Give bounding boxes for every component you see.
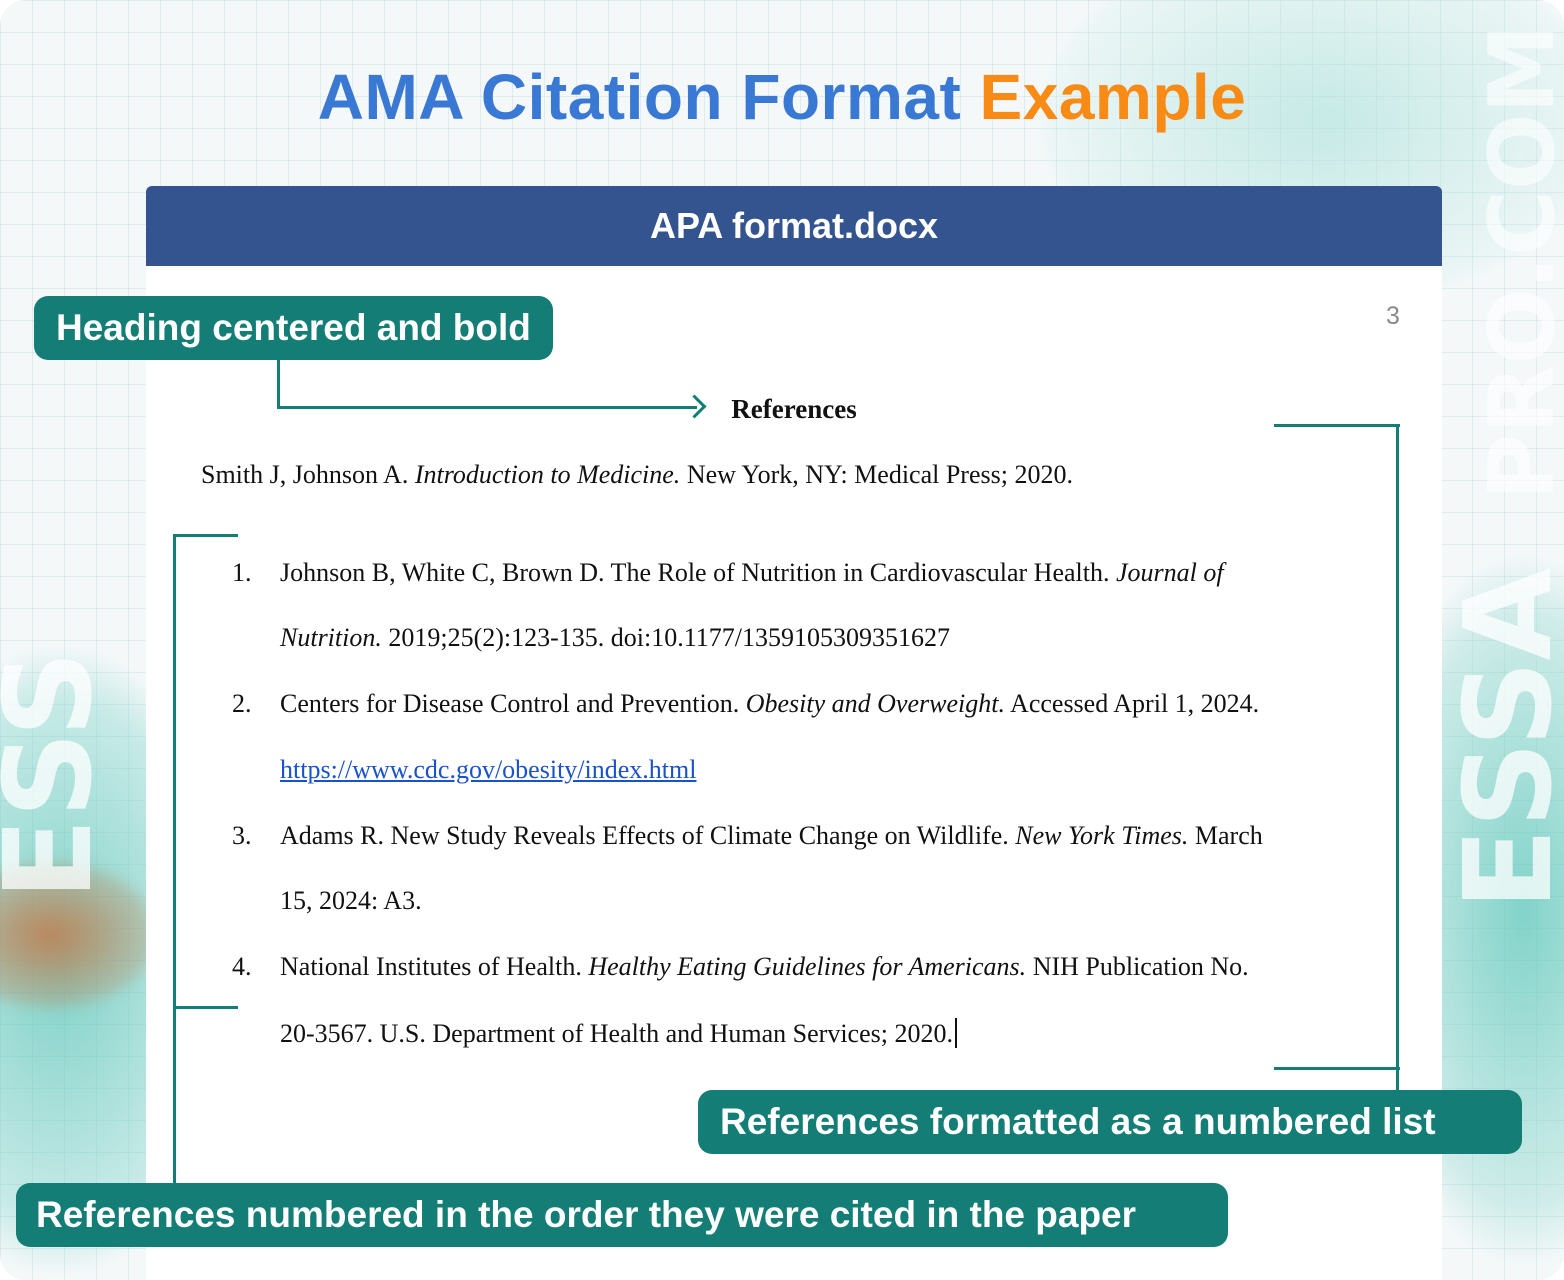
reference-text: 20-3567. U.S. Department of Health and H… — [280, 1019, 953, 1048]
annotation-heading-label: Heading centered and bold — [34, 296, 553, 360]
intro-title: Introduction to Medicine. — [414, 460, 681, 489]
reference-text: NIH Publication No. — [1032, 952, 1249, 981]
watermark-left: ESS — [0, 650, 119, 900]
annotation-text: References numbered in the order they we… — [36, 1194, 1137, 1235]
title-main: AMA Citation Format — [317, 61, 962, 133]
document-filename: APA format.docx — [649, 205, 939, 246]
reference-number: 1. — [232, 558, 252, 587]
reference-title: Healthy Eating Guidelines for Americans. — [588, 952, 1027, 981]
reference-title: Obesity and Overweight. — [745, 689, 1005, 718]
reference-text: Centers for Disease Control and Preventi… — [280, 689, 740, 718]
reference-journal: Journal of — [1116, 558, 1224, 587]
bracket-line — [1274, 1067, 1400, 1070]
annotation-text: References formatted as a numbered list — [720, 1101, 1436, 1142]
connector-line — [277, 406, 697, 409]
connector-line — [277, 360, 280, 409]
reference-1-line-2: Nutrition. 2019;25(2):123-135. doi:10.11… — [280, 623, 950, 653]
annotation-numbered-list-label: References formatted as a numbered list — [698, 1090, 1522, 1154]
bracket-line — [173, 534, 176, 1194]
bracket-line — [1274, 424, 1400, 427]
page-title: AMA Citation Format Example — [0, 60, 1564, 134]
reference-number: 2. — [232, 689, 252, 718]
intro-publisher: New York, NY: Medical Press; 2020. — [686, 460, 1073, 489]
bracket-line — [1396, 424, 1399, 1091]
watermark-right: ESSA — [1440, 567, 1564, 910]
page-number: 3 — [1386, 302, 1400, 330]
reference-number: 4. — [232, 952, 252, 981]
reference-1-line-1: Johnson B, White C, Brown D. The Role of… — [280, 558, 1224, 588]
reference-number: 3. — [232, 821, 252, 850]
reference-text: March — [1194, 821, 1263, 850]
reference-text: Accessed April 1, 2024. — [1010, 689, 1260, 718]
reference-text: 15, 2024: A3. — [280, 886, 422, 915]
annotation-citation-order-label: References numbered in the order they we… — [16, 1183, 1228, 1247]
bracket-line — [173, 534, 238, 537]
reference-url-link[interactable]: https://www.cdc.gov/obesity/index.html — [280, 755, 697, 784]
text-cursor — [954, 1018, 957, 1048]
reference-4-line-2: 20-3567. U.S. Department of Health and H… — [280, 1018, 957, 1049]
references-heading: References — [731, 394, 857, 424]
reference-title: New York Times. — [1015, 821, 1189, 850]
bracket-line — [173, 1006, 238, 1009]
reference-text: National Institutes of Health. — [280, 952, 582, 981]
reference-journal: Nutrition. — [280, 623, 382, 652]
reference-2-line-1: Centers for Disease Control and Preventi… — [280, 689, 1259, 719]
annotation-text: Heading centered and bold — [56, 307, 531, 348]
intro-authors: Smith J, Johnson A. — [201, 460, 409, 489]
intro-citation: Smith J, Johnson A. Introduction to Medi… — [201, 460, 1073, 490]
reference-text: 2019;25(2):123-135. doi:10.1177/13591053… — [388, 623, 950, 652]
reference-4-line-1: National Institutes of Health. Healthy E… — [280, 952, 1249, 982]
reference-text: Adams R. New Study Reveals Effects of Cl… — [280, 821, 1009, 850]
reference-text: Johnson B, White C, Brown D. The Role of… — [280, 558, 1110, 587]
reference-3-line-2: 15, 2024: A3. — [280, 886, 422, 916]
reference-2-line-2: https://www.cdc.gov/obesity/index.html — [280, 755, 696, 785]
title-highlight: Example — [979, 61, 1247, 133]
document-title-bar: APA format.docx — [146, 186, 1442, 266]
reference-3-line-1: Adams R. New Study Reveals Effects of Cl… — [280, 821, 1263, 851]
